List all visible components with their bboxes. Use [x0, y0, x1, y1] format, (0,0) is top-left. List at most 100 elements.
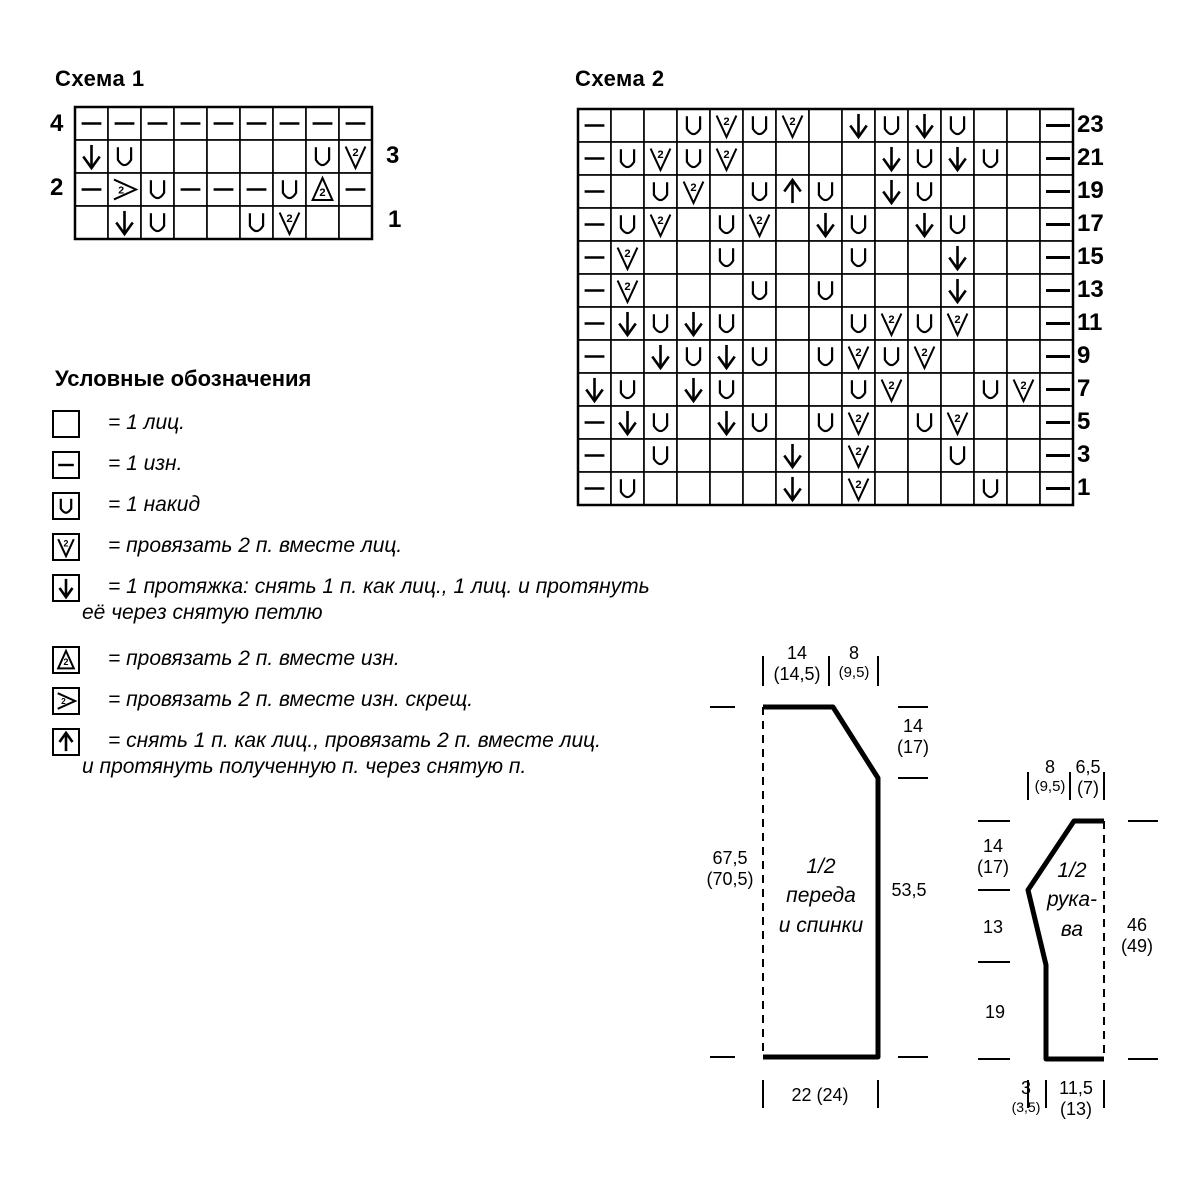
stitch-cell-u	[643, 438, 678, 473]
svg-text:2: 2	[855, 446, 861, 458]
stitch-cell-k	[1006, 438, 1041, 473]
dim-alt-value: (14,5)	[773, 663, 821, 684]
svg-text:2: 2	[855, 347, 861, 359]
dim-value: 46	[1126, 915, 1148, 935]
stitch-cell-arrow	[874, 174, 909, 209]
stitch-cell-p	[74, 172, 109, 207]
stitch-cell-u	[907, 141, 942, 176]
scheme2-row-number: 1	[1077, 474, 1091, 501]
dim-alt-value: (17)	[896, 736, 929, 757]
legend-text: = снять 1 п. как лиц., провязать 2 п. вм…	[82, 728, 601, 780]
stitch-cell-k	[742, 141, 777, 176]
body-piece-label: 1/2 переда и спинки	[768, 852, 874, 940]
stitch-cell-p	[74, 106, 109, 141]
legend-symbol-k2t-icon: 2	[52, 533, 80, 561]
stitch-cell-u	[709, 372, 744, 407]
sleeve-bottom-left-dim: 3 (3,5)	[1006, 1078, 1046, 1115]
dim-alt-value: (13)	[1059, 1098, 1092, 1119]
legend-item: = 1 накид	[52, 492, 200, 524]
stitch-cell-p	[305, 106, 340, 141]
svg-text:2: 2	[756, 215, 762, 227]
stitch-cell-arrow	[676, 372, 711, 407]
legend-item: = 1 протяжка: снять 1 п. как лиц., 1 лиц…	[52, 574, 650, 624]
stitch-cell-k	[940, 174, 975, 209]
stitch-cell-u	[940, 207, 975, 242]
stitch-cell-arrow	[775, 438, 810, 473]
stitch-cell-k	[973, 306, 1008, 341]
stitch-cell-u	[107, 139, 142, 174]
legend-text-line: = 1 лиц.	[108, 411, 185, 434]
stitch-cell-k	[338, 205, 373, 240]
stitch-cell-k	[907, 438, 942, 473]
stitch-cell-k	[808, 240, 843, 275]
stitch-cell-k	[973, 339, 1008, 374]
dim-alt-value: (9,5)	[1034, 777, 1066, 795]
stitch-cell-u	[940, 108, 975, 143]
stitch-cell-p2t: 2	[305, 172, 340, 207]
stitch-cell-p	[173, 106, 208, 141]
stitch-cell-p2tx: 2	[107, 172, 142, 207]
stitch-cell-k	[643, 108, 678, 143]
row-number-dash	[1046, 289, 1070, 292]
legend-text: = 1 изн.	[108, 451, 182, 477]
stitch-cell-p	[140, 106, 175, 141]
dim-alt-value: (17)	[976, 856, 1009, 877]
stitch-cell-u	[140, 205, 175, 240]
stitch-cell-k	[808, 438, 843, 473]
svg-text:2: 2	[723, 149, 729, 161]
stitch-cell-k	[940, 339, 975, 374]
dim-value: 8	[848, 643, 859, 663]
stitch-cell-p	[577, 240, 612, 275]
dim-value: 67,5	[712, 848, 748, 868]
stitch-cell-u	[973, 372, 1008, 407]
svg-text:2: 2	[888, 380, 894, 392]
stitch-cell-p	[577, 141, 612, 176]
row-number-dash	[1046, 256, 1070, 259]
scheme1-row-number: 4	[50, 110, 64, 137]
legend-text: = провязать 2 п. вместе изн. скрещ.	[108, 687, 473, 713]
stitch-cell-k	[874, 273, 909, 308]
stitch-cell-arrow	[841, 108, 876, 143]
stitch-cell-k	[973, 438, 1008, 473]
stitch-cell-u	[610, 141, 645, 176]
dim-value: 14	[902, 716, 924, 736]
scheme2-row-number: 11	[1077, 309, 1103, 336]
svg-text:2: 2	[118, 184, 124, 196]
scheme1-row-number: 1	[388, 206, 402, 233]
stitch-cell-u	[643, 405, 678, 440]
legend-text-line: = 1 изн.	[108, 452, 183, 475]
stitch-cell-u	[973, 471, 1008, 506]
sleeve-mid-dim: 13	[982, 917, 1004, 937]
stitch-cell-arrow	[107, 205, 142, 240]
stitch-cell-p	[206, 106, 241, 141]
stitch-cell-k2t: 2	[643, 141, 678, 176]
stitch-cell-u	[305, 139, 340, 174]
stitch-cell-k	[206, 139, 241, 174]
scheme2-row-number: 19	[1077, 177, 1104, 204]
legend-symbol-cdd-icon	[52, 728, 80, 756]
scheme2-row-number: 9	[1077, 342, 1091, 369]
stitch-cell-k	[140, 139, 175, 174]
stitch-cell-u	[610, 471, 645, 506]
legend-text-line: её через снятую петлю	[82, 601, 323, 624]
sleeve-bottom-right-dim: 11,5 (13)	[1050, 1078, 1102, 1119]
row-number-dash	[1046, 190, 1070, 193]
dim-value: 6,5	[1075, 757, 1101, 777]
stitch-cell-k	[742, 240, 777, 275]
scheme1-row-number: 2	[50, 174, 64, 201]
stitch-cell-k	[742, 471, 777, 506]
stitch-cell-k	[643, 240, 678, 275]
legend-text: = 1 накид	[108, 492, 200, 518]
row-number-dash	[1046, 124, 1070, 127]
stitch-cell-k2t: 2	[940, 306, 975, 341]
stitch-cell-p	[107, 106, 142, 141]
legend-text-line: = провязать 2 п. вместе изн.	[108, 647, 400, 670]
sleeve-height-dim: 46 (49)	[1112, 915, 1162, 956]
stitch-cell-k2t: 2	[874, 372, 909, 407]
stitch-cell-k	[841, 174, 876, 209]
stitch-cell-arrow	[577, 372, 612, 407]
stitch-cell-arrow	[874, 141, 909, 176]
stitch-cell-k	[1006, 141, 1041, 176]
stitch-cell-u	[742, 108, 777, 143]
svg-text:2: 2	[1020, 380, 1026, 392]
